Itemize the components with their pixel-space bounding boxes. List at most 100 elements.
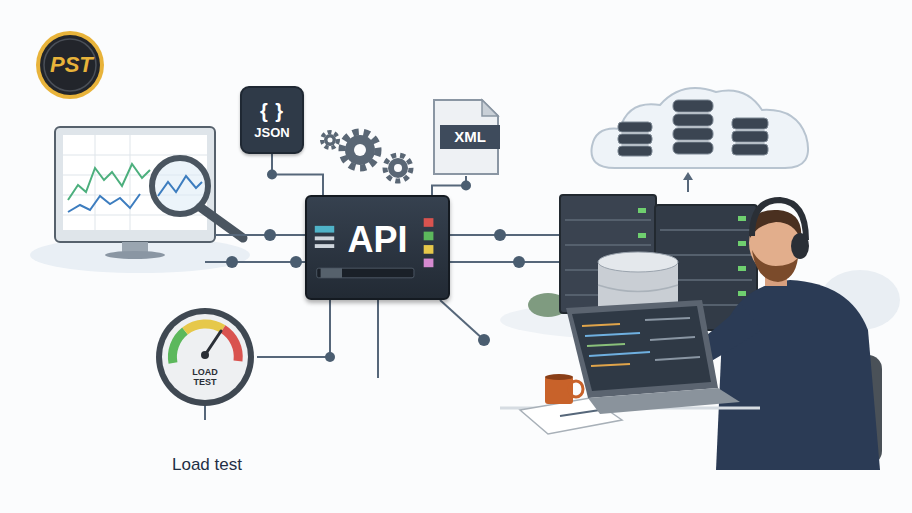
server-racks-part <box>565 220 752 305</box>
wires-part <box>215 234 305 236</box>
document-fold <box>482 100 498 116</box>
server-racks-part-part <box>565 219 651 221</box>
monitor-part-part <box>130 135 131 230</box>
cloud-part <box>618 100 768 156</box>
gears-part <box>394 164 402 172</box>
api-gateway-box-text: API <box>347 221 407 259</box>
server-racks-part-part <box>660 254 752 256</box>
cloud-part-part <box>618 134 652 144</box>
laptop-part-part <box>650 337 695 340</box>
load-test-gauge-text: LOAD TEST <box>188 367 222 387</box>
wire-dots-part <box>494 229 506 241</box>
laptop-part <box>588 388 740 414</box>
load-test-gauge: LOAD TEST <box>153 305 257 409</box>
connector <box>257 300 330 357</box>
desk-part <box>560 410 600 416</box>
wire-dots-part <box>290 256 302 268</box>
monitor-part <box>63 135 207 230</box>
server-racks-part-part <box>738 266 746 271</box>
device-slot <box>317 268 414 278</box>
laptop-part-part <box>585 333 640 336</box>
gauge-needle <box>205 331 221 355</box>
gears-part <box>328 138 333 143</box>
status-light <box>424 232 434 241</box>
server-racks-part-part <box>738 216 746 221</box>
gears-part <box>322 132 338 148</box>
device-slot <box>321 268 342 278</box>
wires-part <box>377 300 379 378</box>
cloud-part <box>683 172 693 180</box>
status-light <box>424 259 434 268</box>
connector-dot <box>461 181 471 191</box>
laptop-part <box>572 306 711 391</box>
server-racks-part-part <box>738 241 746 246</box>
database-cylinder-part <box>598 285 678 292</box>
laptop-part-part <box>587 344 625 346</box>
wire-dots-part <box>478 334 490 346</box>
api-gateway-box: API <box>305 195 450 300</box>
logo-badge-part <box>40 35 100 95</box>
logo-badge <box>36 31 104 99</box>
xml-document: XML <box>432 98 500 176</box>
cloud-part <box>591 88 808 168</box>
gears-part <box>324 134 336 146</box>
gears <box>322 132 411 181</box>
gauge-face <box>162 314 248 400</box>
server-racks-part-part <box>738 291 746 296</box>
status-light <box>424 218 434 227</box>
xml-document-text: XML <box>454 128 486 145</box>
gauge-zone <box>223 329 238 361</box>
magnifier <box>152 158 243 238</box>
laptop-part-part <box>582 324 620 326</box>
connector <box>432 176 466 195</box>
monitor-part <box>63 135 207 230</box>
gears-part <box>388 158 408 178</box>
magnifier-part <box>158 176 202 196</box>
laptop-part-part <box>645 318 690 320</box>
json-format-box: { }JSON <box>240 86 304 154</box>
wire-dots-part <box>513 256 525 268</box>
laptop-part <box>566 300 718 398</box>
wires-part <box>440 300 484 340</box>
server-racks-part-part <box>638 208 646 213</box>
section-label: Load test <box>172 455 242 475</box>
gears-part <box>354 144 366 156</box>
gauge-rim <box>156 308 254 406</box>
monitor-part-part <box>63 155 207 156</box>
cloud-part-part <box>673 100 713 112</box>
logo-badge-part <box>44 39 96 91</box>
server-racks-part-part <box>638 233 646 238</box>
gauge-dial <box>153 305 257 409</box>
cloud-part-part <box>732 144 768 155</box>
logo-badge-part <box>36 31 104 99</box>
gauge-zone <box>172 331 185 363</box>
cloud-part <box>687 178 689 192</box>
gauge-zone <box>185 324 223 331</box>
laptop-part-part <box>655 357 700 360</box>
wire-dots-part <box>226 256 238 268</box>
laptop-part <box>582 318 700 366</box>
cloud-part-part <box>618 122 652 132</box>
server-racks-part-part <box>660 229 752 231</box>
status-light <box>315 226 334 233</box>
laptop <box>566 300 740 414</box>
cloud-part-part <box>732 118 768 129</box>
monitor-part <box>55 127 215 242</box>
monitor-part <box>68 164 150 200</box>
gears-part <box>385 155 411 181</box>
wire-dots-part <box>264 229 276 241</box>
cloud-part-part <box>732 131 768 142</box>
monitor-part <box>105 251 165 259</box>
connector-dot <box>325 352 335 362</box>
database-cylinder-part <box>598 252 678 272</box>
monitor-part-part <box>95 135 96 230</box>
cloud-part-part <box>673 114 713 126</box>
laptop-part-part <box>591 364 630 366</box>
server-racks-part-part <box>565 244 651 246</box>
json-format-box-text: { } <box>260 100 284 122</box>
wires-part <box>450 261 560 263</box>
status-light <box>424 245 434 254</box>
magnifier-part <box>152 158 208 214</box>
